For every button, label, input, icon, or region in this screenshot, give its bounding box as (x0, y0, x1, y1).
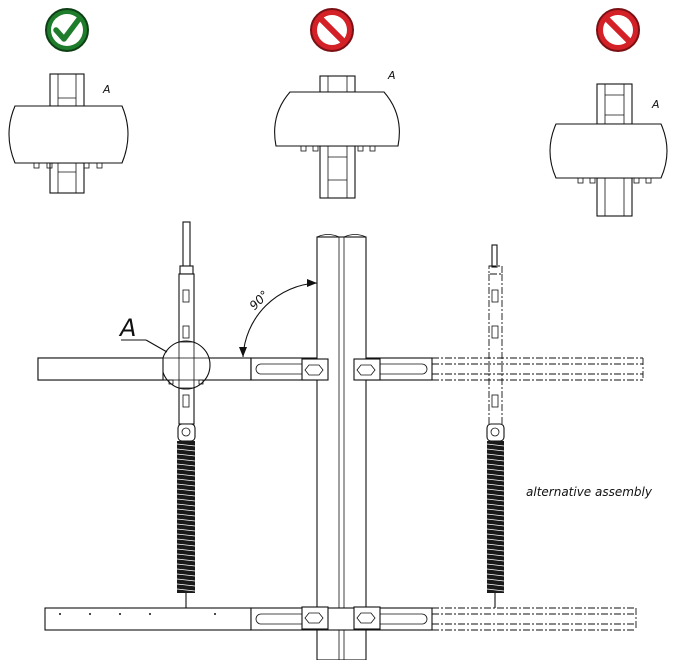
spring-coil (486, 453, 505, 457)
detail-wrong-assembly-high (274, 75, 400, 199)
spring-coil (176, 563, 196, 567)
spring-coil (176, 498, 196, 502)
spring-coil (486, 533, 505, 537)
left-vertical-bar (178, 221, 195, 425)
spring-coil (486, 503, 505, 507)
spring-coil (176, 538, 196, 542)
spring-coil (486, 563, 505, 567)
spring-coil (486, 483, 505, 487)
spring-coil (176, 578, 196, 582)
spring-coil (176, 478, 196, 482)
spring-coil (486, 578, 505, 582)
detail-callout-label-a: A (118, 314, 136, 342)
angle-indicator (239, 279, 318, 358)
detail-wrong-assembly-low (549, 83, 668, 217)
spring-coil (176, 443, 196, 447)
spring-coil (176, 473, 196, 477)
spring-coil (176, 463, 196, 467)
spring-coil (486, 498, 505, 502)
spring-coil (486, 478, 505, 482)
spring-coil (176, 548, 196, 552)
lower-bolts (301, 606, 381, 630)
spring-coil (176, 518, 196, 522)
detail-correct-assembly (8, 73, 129, 194)
incorrect-prohibited-icon-2 (596, 8, 640, 52)
spring-coil (176, 588, 196, 592)
left-spring-hook (177, 423, 196, 442)
spring-coil (486, 558, 505, 562)
spring-coil (176, 573, 196, 577)
spring-coil (486, 488, 505, 492)
incorrect-prohibited-icon-1 (310, 8, 354, 52)
spring-coil (486, 463, 505, 467)
alternative-assembly-label: alternative assembly (526, 485, 653, 499)
detail-label-a-wrong-1: A (387, 69, 396, 82)
spring-coil (486, 458, 505, 462)
spring-coil (486, 568, 505, 572)
spring-coil (176, 558, 196, 562)
correct-check-icon (45, 8, 89, 52)
spring-coil (486, 588, 505, 592)
spring-coil (176, 523, 196, 527)
detail-label-a-wrong-2: A (651, 98, 660, 111)
spring-coil (176, 453, 196, 457)
lower-alternative-bar (432, 607, 637, 631)
spring-coil (486, 508, 505, 512)
left-spring (176, 441, 196, 608)
spring-coil (486, 443, 505, 447)
spring-coil (486, 523, 505, 527)
lower-horizontal-bar (44, 607, 433, 631)
spring-coil (176, 583, 196, 587)
spring-coil (486, 583, 505, 587)
detail-label-a-correct: A (102, 83, 111, 96)
spring-coil (486, 468, 505, 472)
spring-coil (176, 508, 196, 512)
spring-coil (176, 543, 196, 547)
spring-coil (486, 448, 505, 452)
spring-coil (176, 568, 196, 572)
spring-coil (176, 503, 196, 507)
spring-coil (486, 493, 505, 497)
spring-coil (486, 553, 505, 557)
spring-coil (486, 513, 505, 517)
spring-coil (176, 533, 196, 537)
spring-coil (176, 528, 196, 532)
spring-coil (486, 548, 505, 552)
spring-coil (176, 513, 196, 517)
spring-coil (486, 528, 505, 532)
spring-coil (486, 473, 505, 477)
spring-coil (486, 538, 505, 542)
detail-callout-a (37, 339, 211, 390)
right-spring (486, 441, 505, 608)
right-spring-hook (486, 423, 505, 442)
angle-label: 90° (247, 288, 272, 313)
spring-coil (486, 573, 505, 577)
spring-coil (176, 468, 196, 472)
spring-coil (176, 448, 196, 452)
spring-coil (176, 458, 196, 462)
spring-coil (176, 488, 196, 492)
spring-coil (486, 543, 505, 547)
spring-coil (176, 493, 196, 497)
upper-bolts (301, 358, 381, 381)
spring-coil (176, 553, 196, 557)
central-post (316, 234, 367, 660)
spring-coil (176, 483, 196, 487)
spring-coil (486, 518, 505, 522)
right-vertical-bar (488, 244, 503, 424)
upper-alternative-bar (432, 357, 644, 381)
